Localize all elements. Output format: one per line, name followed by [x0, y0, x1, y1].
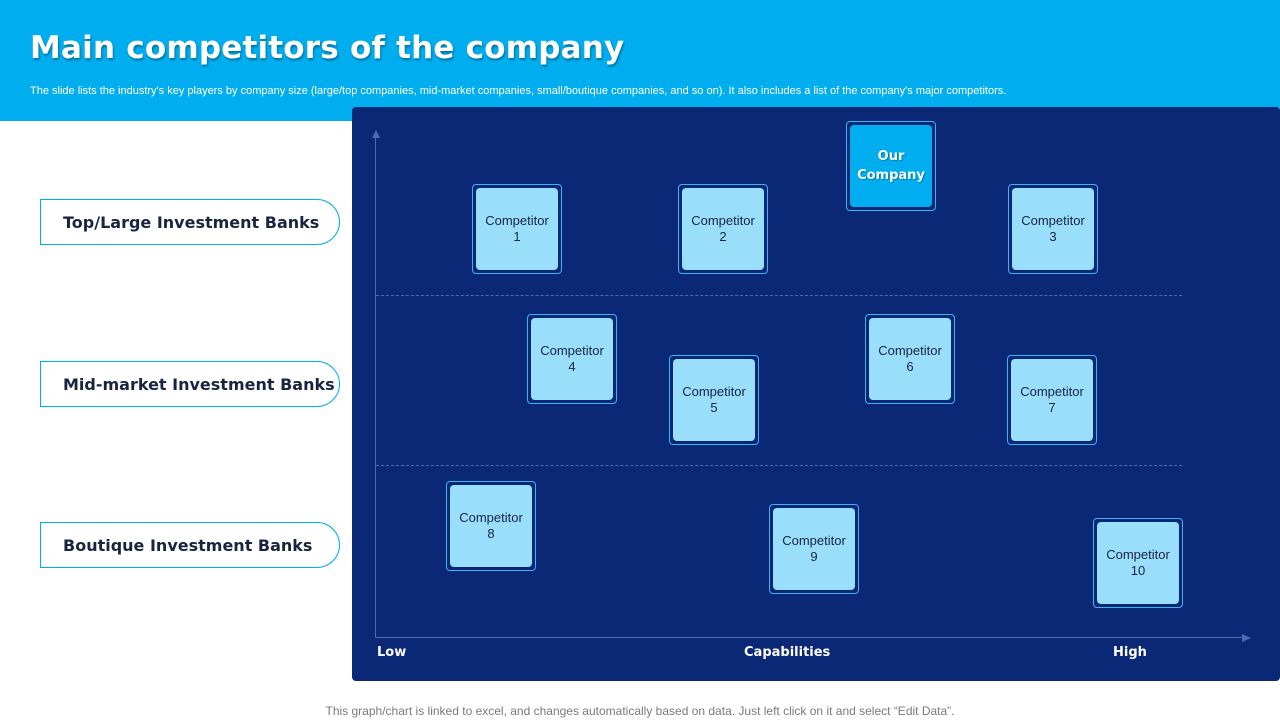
- node-line: Competitor: [682, 384, 746, 399]
- node-line: 10: [1130, 563, 1146, 578]
- node-line: Competitor: [1021, 213, 1085, 228]
- node-line: 7: [1048, 400, 1056, 415]
- x-axis-arrow: [1242, 634, 1251, 642]
- node-line: Competitor: [485, 213, 549, 228]
- category-mid-market: Mid-market Investment Banks: [40, 361, 340, 407]
- header-bar: Main competitors of the company The slid…: [0, 0, 1280, 121]
- node-line: 2: [719, 229, 727, 244]
- tier-divider-bottom: [376, 465, 1182, 466]
- node-line: Competitor: [459, 510, 523, 525]
- node-line: Competitor: [540, 343, 604, 358]
- node-line: 9: [810, 549, 818, 564]
- node-line: Competitor: [1020, 384, 1084, 399]
- y-axis-arrow: [372, 130, 380, 138]
- x-axis-high-label: High: [1113, 645, 1147, 660]
- node-line: 5: [710, 400, 718, 415]
- node-line: 6: [906, 359, 914, 374]
- node-line: 1: [513, 229, 521, 244]
- node-line: Company: [857, 168, 925, 183]
- node-line: 8: [487, 526, 495, 541]
- node-line: Competitor: [878, 343, 942, 358]
- category-top-large: Top/Large Investment Banks: [40, 199, 340, 245]
- node-line: 4: [568, 359, 576, 374]
- node-line: 3: [1049, 229, 1057, 244]
- x-axis-line: [375, 637, 1243, 638]
- page-title: Main competitors of the company: [30, 30, 625, 66]
- x-axis-low-label: Low: [377, 645, 407, 660]
- node-line: Competitor: [782, 533, 846, 548]
- footer-note: This graph/chart is linked to excel, and…: [325, 704, 955, 718]
- category-boutique: Boutique Investment Banks: [40, 522, 340, 568]
- node-line: Our: [877, 149, 905, 164]
- page-subtitle: The slide lists the industry's key playe…: [30, 85, 1007, 97]
- node-line: Competitor: [691, 213, 755, 228]
- tier-divider-top: [376, 295, 1182, 296]
- x-axis-title: Capabilities: [744, 645, 831, 660]
- node-line: Competitor: [1106, 547, 1170, 562]
- y-axis-line: [375, 136, 376, 638]
